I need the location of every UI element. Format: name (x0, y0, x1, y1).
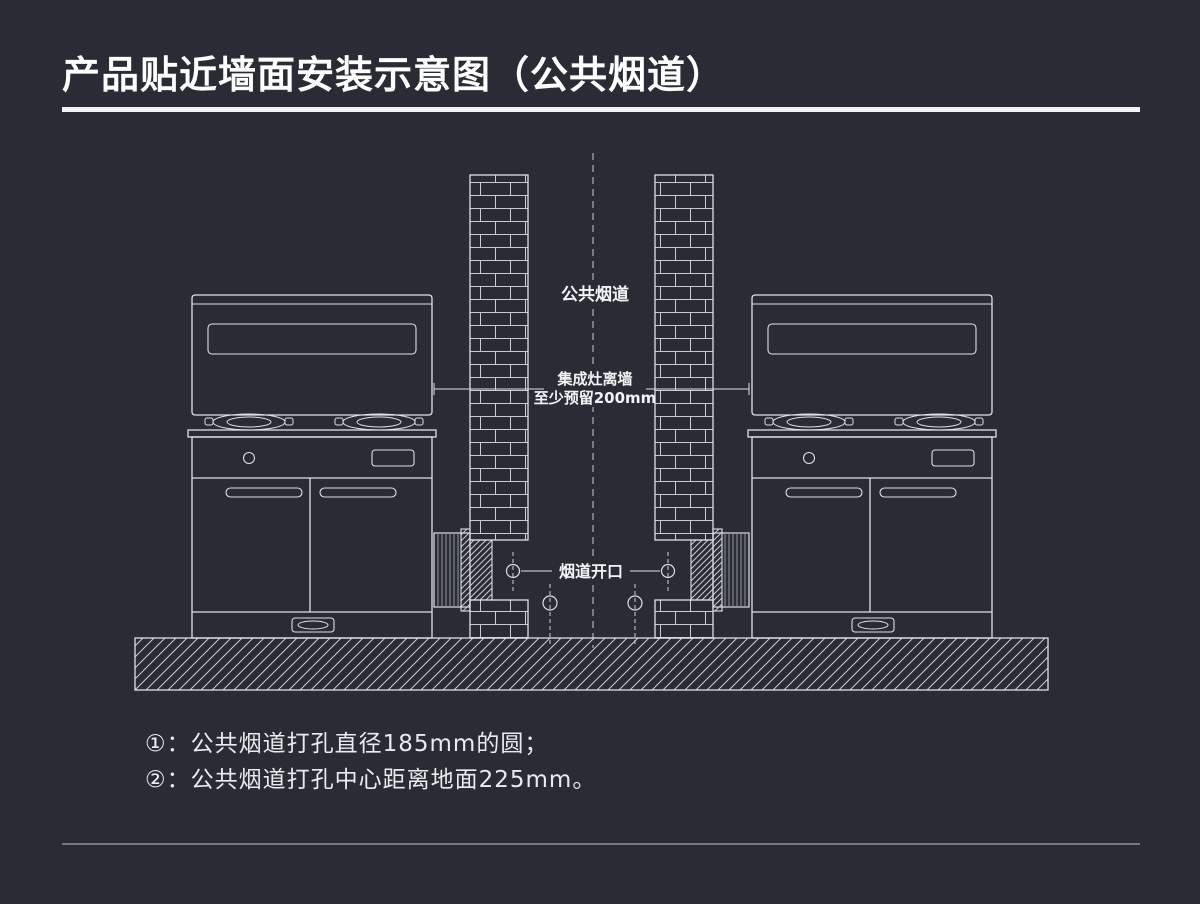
right-integrated-stove (747, 294, 997, 639)
note-item-2: ②：公共烟道打孔中心距离地面225mm。 (145, 767, 597, 793)
diagram-label-shared-flue: 公共烟道 (561, 284, 629, 305)
label-backplate (550, 282, 640, 304)
page-title: 产品贴近墙面安装示意图（公共烟道） (62, 53, 726, 97)
note-item-1: ①：公共烟道打孔直径185mm的圆； (145, 731, 549, 757)
wall-gap-dimension-lines (433, 383, 750, 395)
notes-section: ①：公共烟道打孔直径185mm的圆； ②：公共烟道打孔中心距离地面225mm。 (145, 726, 596, 798)
flue-opening-markers (505, 552, 676, 646)
left-chimney-column (469, 174, 529, 639)
diagram-label-wall-gap-line2: 至少预留200mm (534, 389, 657, 407)
floor-ground (134, 637, 1049, 691)
right-exhaust-duct (712, 528, 750, 612)
diagram-label-wall-gap-line1: 集成灶离墙 (556, 370, 632, 388)
right-chimney-column (654, 174, 714, 639)
label-backplate (544, 369, 646, 407)
bottom-divider (62, 843, 1140, 845)
left-integrated-stove (187, 294, 437, 639)
diagram-label-flue-opening: 烟道开口 (559, 562, 623, 581)
title-underline (62, 107, 1140, 112)
left-exhaust-duct (433, 528, 471, 612)
label-backplate (556, 560, 626, 580)
